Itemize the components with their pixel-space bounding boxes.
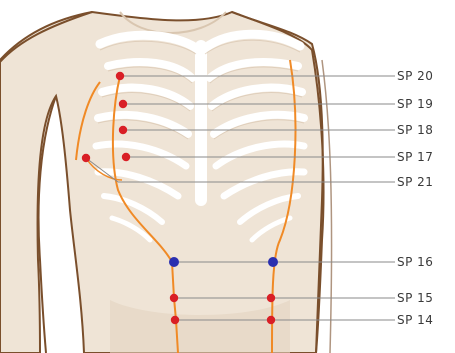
label-sp14: SP 14 bbox=[397, 314, 433, 326]
point-sp15-right bbox=[267, 294, 275, 302]
point-sp18 bbox=[119, 126, 127, 134]
point-sp21 bbox=[82, 154, 90, 162]
point-sp20 bbox=[116, 72, 124, 80]
label-sp15: SP 15 bbox=[397, 292, 433, 304]
label-sp20: SP 20 bbox=[397, 70, 433, 82]
label-sp19: SP 19 bbox=[397, 98, 433, 110]
label-sp17: SP 17 bbox=[397, 151, 433, 163]
point-sp15-left bbox=[170, 294, 178, 302]
point-sp17 bbox=[122, 153, 130, 161]
point-sp16-right bbox=[268, 257, 278, 267]
point-sp14-right bbox=[267, 316, 275, 324]
point-sp19 bbox=[119, 100, 127, 108]
point-sp16-left bbox=[169, 257, 179, 267]
label-sp16: SP 16 bbox=[397, 256, 433, 268]
label-sp18: SP 18 bbox=[397, 124, 433, 136]
label-sp21: SP 21 bbox=[397, 176, 433, 188]
point-sp14-left bbox=[171, 316, 179, 324]
